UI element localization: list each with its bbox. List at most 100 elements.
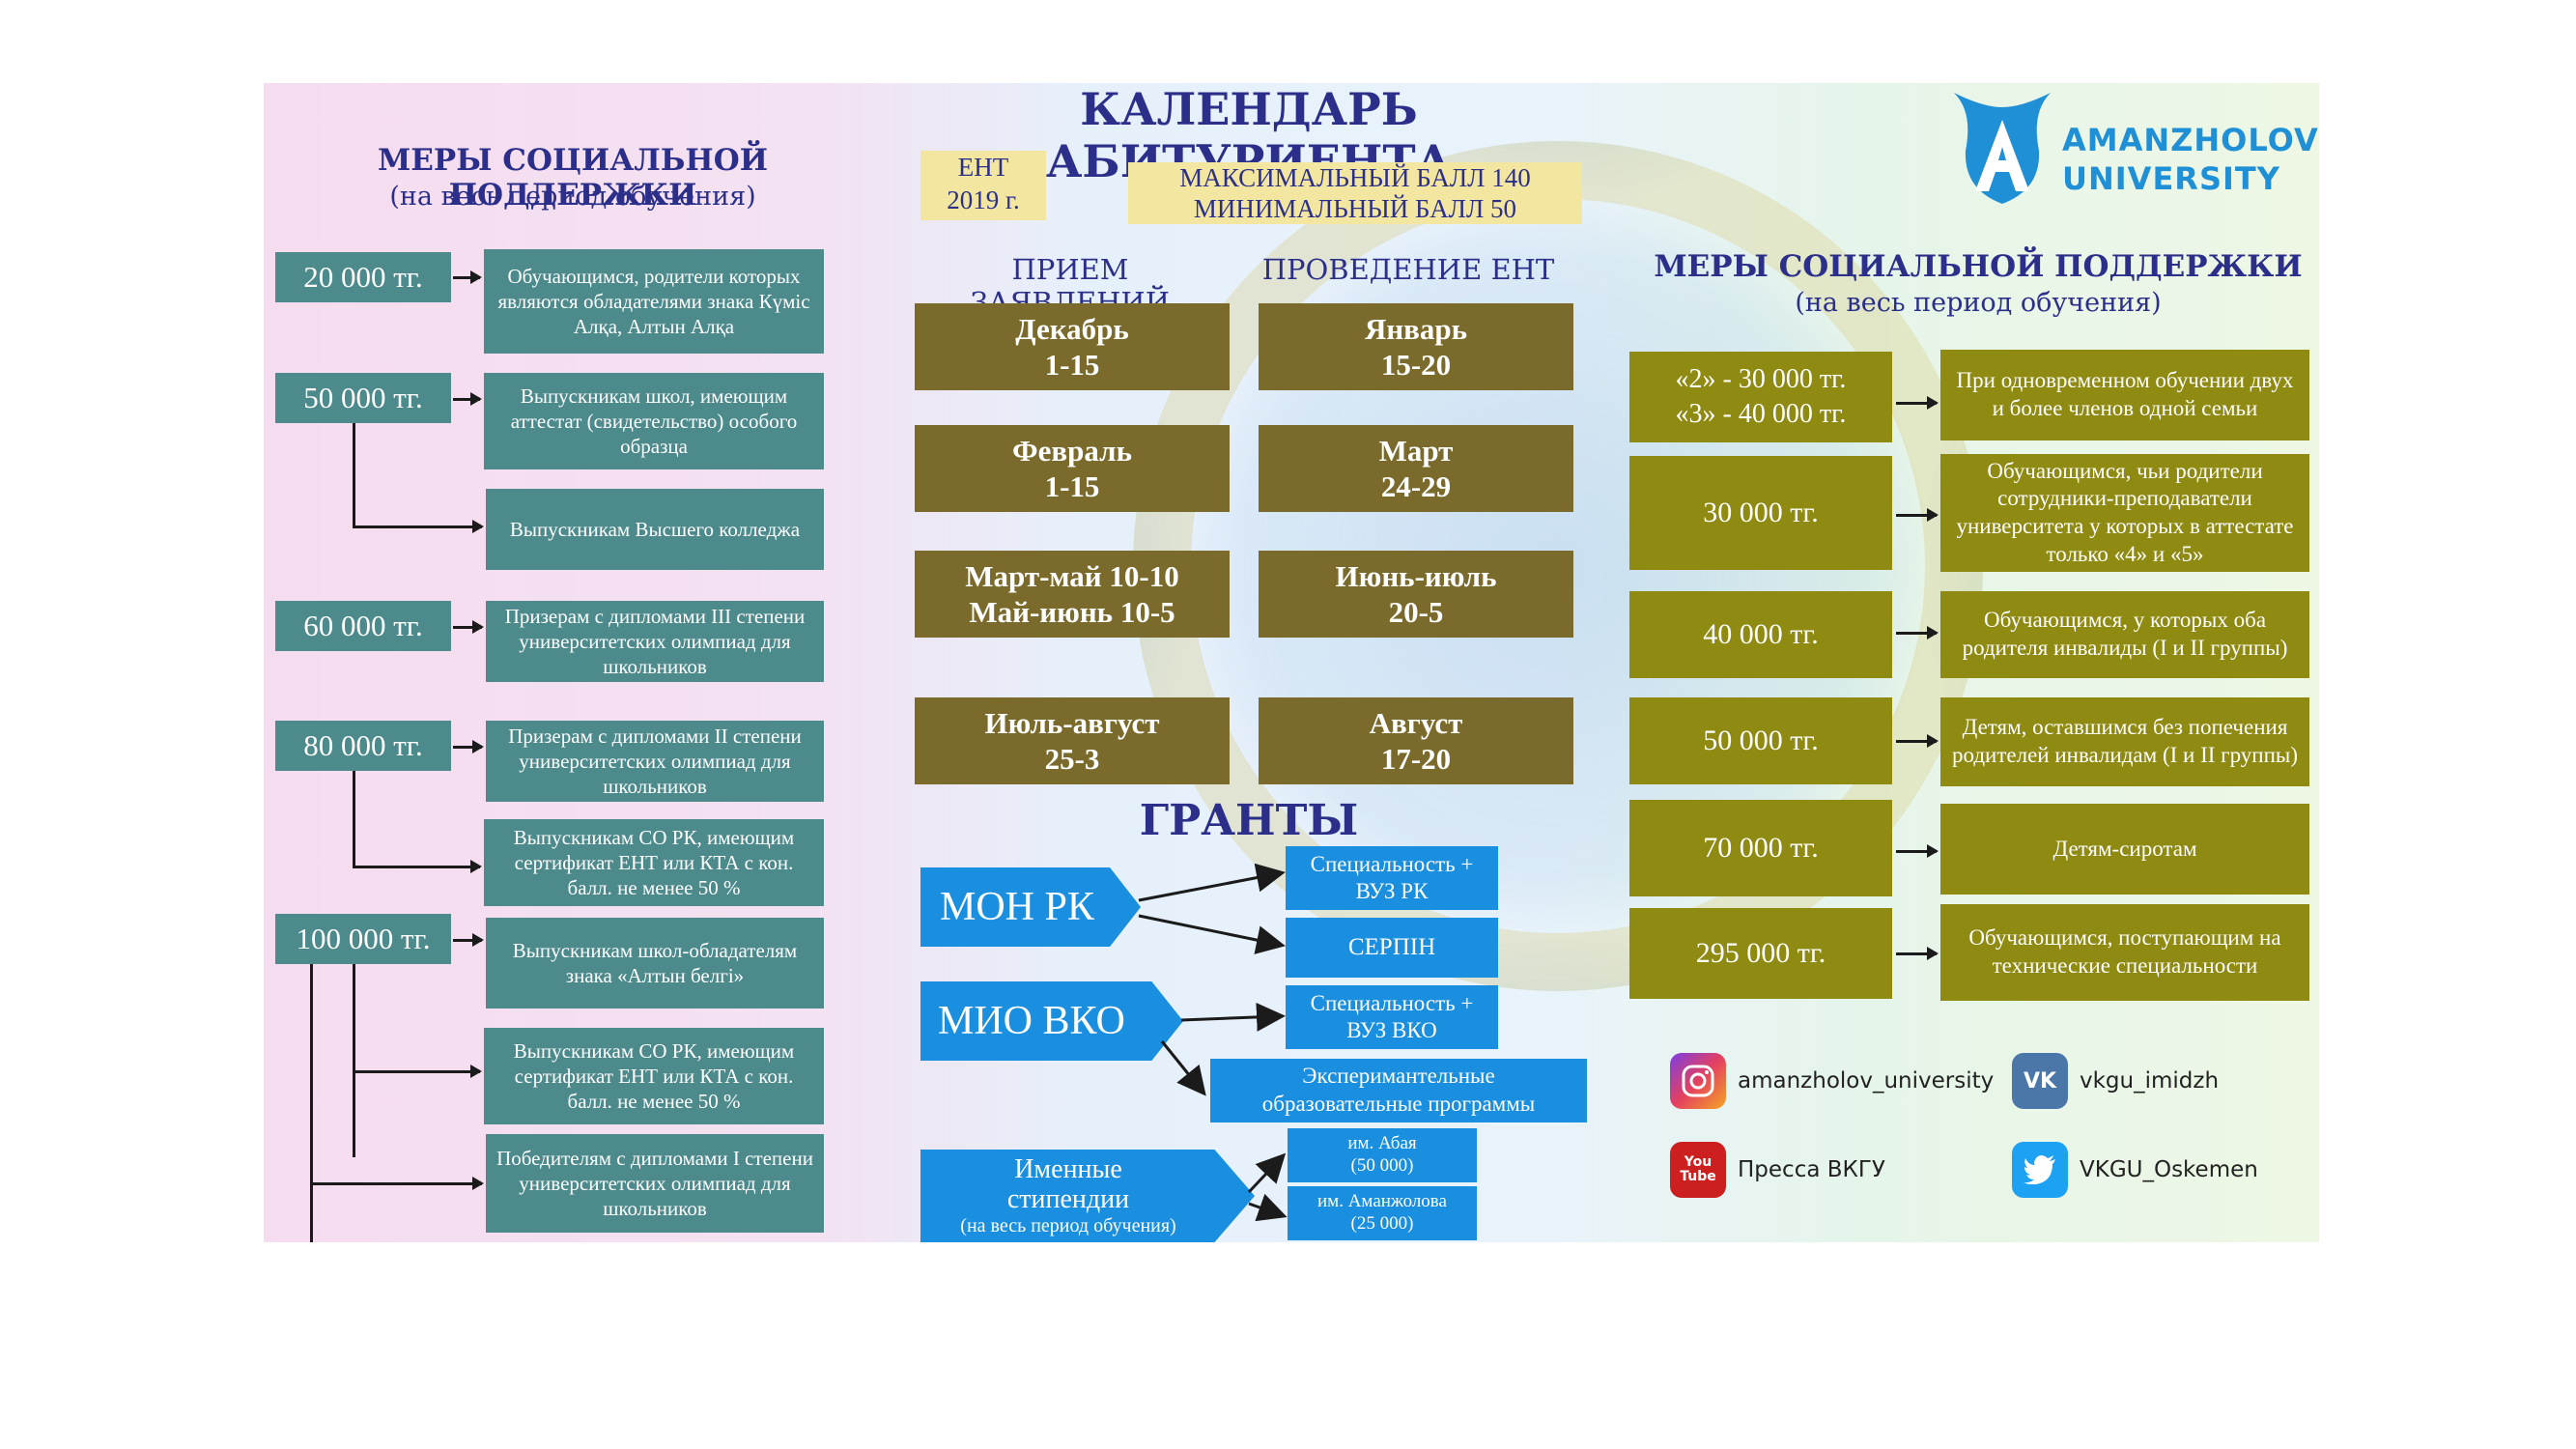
amt-text: «2» - 30 000 тг. <box>1675 363 1847 394</box>
arrow <box>453 270 482 284</box>
cal-text: Март <box>1378 433 1454 468</box>
cal-text: Март-май 10-10 <box>965 558 1179 593</box>
cal-text: 24-29 <box>1380 469 1452 503</box>
grant-spec-vko: Специальность + ВУЗ ВКО <box>1286 985 1498 1049</box>
instagram-handle: amanzholov_university <box>1738 1068 1995 1094</box>
brand-line2: UNIVERSITY <box>2062 160 2280 197</box>
named-line1: Именные <box>1014 1154 1122 1185</box>
ent-year: 2019 г. <box>947 185 1020 214</box>
cal-text: Декабрь <box>1015 311 1129 346</box>
cal-text: Август <box>1369 705 1463 740</box>
cal-text: Май-июнь 10-5 <box>969 595 1175 629</box>
right-amount-2: 30 000 тг. <box>1629 456 1892 570</box>
abay-line2: (50 000) <box>1350 1155 1414 1176</box>
left-item-4: Призерам с дипломами III степени универс… <box>486 601 824 682</box>
ent-year-box: ЕНТ 2019 г. <box>920 151 1046 220</box>
grant-serpin: СЕРПІН <box>1286 918 1498 978</box>
left-item-2: Выпускникам школ, имеющим аттестат (свид… <box>484 373 824 469</box>
amount-50000: 50 000 тг. <box>275 373 451 423</box>
left-heading: МЕРЫ СОЦИАЛЬНОЙ ПОДДЕРЖКИ <box>377 143 769 213</box>
right-amount-3: 40 000 тг. <box>1629 591 1892 678</box>
vk-icon: VK <box>2012 1053 2068 1109</box>
arrow <box>453 392 482 406</box>
right-amount-4: 50 000 тг. <box>1629 697 1892 784</box>
right-item-1: При одновременном обучении двух и более … <box>1940 350 2309 440</box>
cal-text: Январь <box>1364 311 1468 346</box>
arrow <box>1896 508 1939 522</box>
left-item-8: Выпускникам СО РК, имеющим сертификат ЕН… <box>484 1028 824 1124</box>
calendar-col2-heading: ПРОВЕДЕНИЕ ЕНТ <box>1261 253 1555 286</box>
cal-text: 25-3 <box>1044 742 1100 776</box>
right-amount-1: «2» - 30 000 тг. «3» - 40 000 тг. <box>1629 352 1892 442</box>
right-item-3: Обучающимся, у которых оба родителя инва… <box>1940 591 2309 678</box>
twitter-icon <box>2012 1142 2068 1198</box>
arrow <box>353 520 484 533</box>
cal-text: 1-15 <box>1044 348 1100 382</box>
youtube-icon: You Tube <box>1670 1142 1726 1198</box>
arrow <box>1896 626 1939 639</box>
grant-named: Именные стипендии (на весь период обучен… <box>920 1150 1255 1242</box>
instagram-icon <box>1670 1053 1726 1109</box>
amt-text: «3» - 40 000 тг. <box>1675 399 1847 429</box>
right-item-4: Детям, оставшимся без попечения родителе… <box>1940 697 2309 786</box>
amanzh-line2: (25 000) <box>1350 1213 1414 1234</box>
left-subheading: (на весь период обучения) <box>389 182 756 212</box>
arrow <box>453 620 484 634</box>
grant-mio-vko: МИО ВКО <box>920 981 1183 1061</box>
amount-20000: 20 000 тг. <box>275 252 451 302</box>
brand-line1: AMANZHOLOV <box>2062 122 2319 158</box>
left-item-1: Обучающимся, родители которых являются о… <box>484 249 824 354</box>
ent-score-box: МАКСИМАЛЬНЫЙ БАЛЛ 140 МИНИМАЛЬНЫЙ БАЛЛ 5… <box>1128 162 1582 224</box>
right-heading: МЕРЫ СОЦИАЛЬНОЙ ПОДДЕРЖКИ <box>1654 249 2303 284</box>
connector <box>353 771 355 867</box>
named-line3: (на весь период обучения) <box>960 1214 1176 1236</box>
grant-spec-rk: Специальность + ВУЗ РК <box>1286 846 1498 910</box>
arrow <box>453 933 484 947</box>
right-subheading: (на весь период обучения) <box>1795 288 2162 318</box>
grant-mon-rk: МОН РК <box>920 867 1141 947</box>
social-vk[interactable]: VK vkgu_imidzh <box>2012 1053 2219 1109</box>
cal-text: 20-5 <box>1388 595 1444 629</box>
cal-text: Июнь-июль <box>1335 558 1497 593</box>
connector <box>353 964 355 1157</box>
cal-text: 1-15 <box>1044 469 1100 503</box>
left-item-6: Выпускникам СО РК, имеющим сертификат ЕН… <box>484 819 824 906</box>
page-title: КАЛЕНДАРЬ АБИТУРИЕНТА <box>1045 83 1453 187</box>
arrow <box>310 1177 484 1190</box>
right-amount-6: 295 000 тг. <box>1629 908 1892 999</box>
social-youtube[interactable]: You Tube Пресса ВКГУ <box>1670 1142 1885 1198</box>
named-line2: стипендии <box>1006 1184 1130 1214</box>
arrow <box>353 1065 482 1078</box>
ent-min: МИНИМАЛЬНЫЙ БАЛЛ 50 <box>1193 194 1517 223</box>
amount-100000: 100 000 тг. <box>275 914 451 964</box>
left-item-7: Выпускникам школ-обладателям знака «Алты… <box>486 918 824 1009</box>
grants-heading: ГРАНТЫ <box>1139 796 1359 845</box>
amanzh-line1: им. Аманжолова <box>1317 1191 1447 1212</box>
cal-text: 17-20 <box>1380 742 1452 776</box>
amount-60000: 60 000 тг. <box>275 601 451 651</box>
right-item-6: Обучающимся, поступающим на технические … <box>1940 904 2309 1001</box>
ent-max: МАКСИМАЛЬНЫЙ БАЛЛ 140 <box>1179 163 1531 192</box>
left-item-3: Выпускникам Высшего колледжа <box>486 489 824 570</box>
arrow <box>1896 396 1939 410</box>
left-item-5: Призерам с дипломами II степени универси… <box>486 721 824 802</box>
vk-handle: vkgu_imidzh <box>2080 1068 2220 1094</box>
grant-experimental: Эксперимантельные образовательные програ… <box>1210 1059 1587 1122</box>
logo-emblem-icon <box>1954 93 2051 204</box>
arrow <box>1896 734 1939 748</box>
social-twitter[interactable]: VKGU_Oskemen <box>2012 1142 2258 1198</box>
right-amount-5: 70 000 тг. <box>1629 800 1892 896</box>
university-logo: AMANZHOLOV UNIVERSITY <box>1944 83 2318 209</box>
left-item-9: Победителям с дипломами I степени универ… <box>486 1134 824 1233</box>
social-instagram[interactable]: amanzholov_university <box>1670 1053 1994 1109</box>
arrow <box>1896 844 1939 858</box>
cal-text: Июль-август <box>984 705 1160 740</box>
poster: КАЛЕНДАРЬ АБИТУРИЕНТА AMANZHOLOV UNIVERS… <box>264 83 2319 1242</box>
ent-label: ЕНТ <box>957 153 1009 182</box>
